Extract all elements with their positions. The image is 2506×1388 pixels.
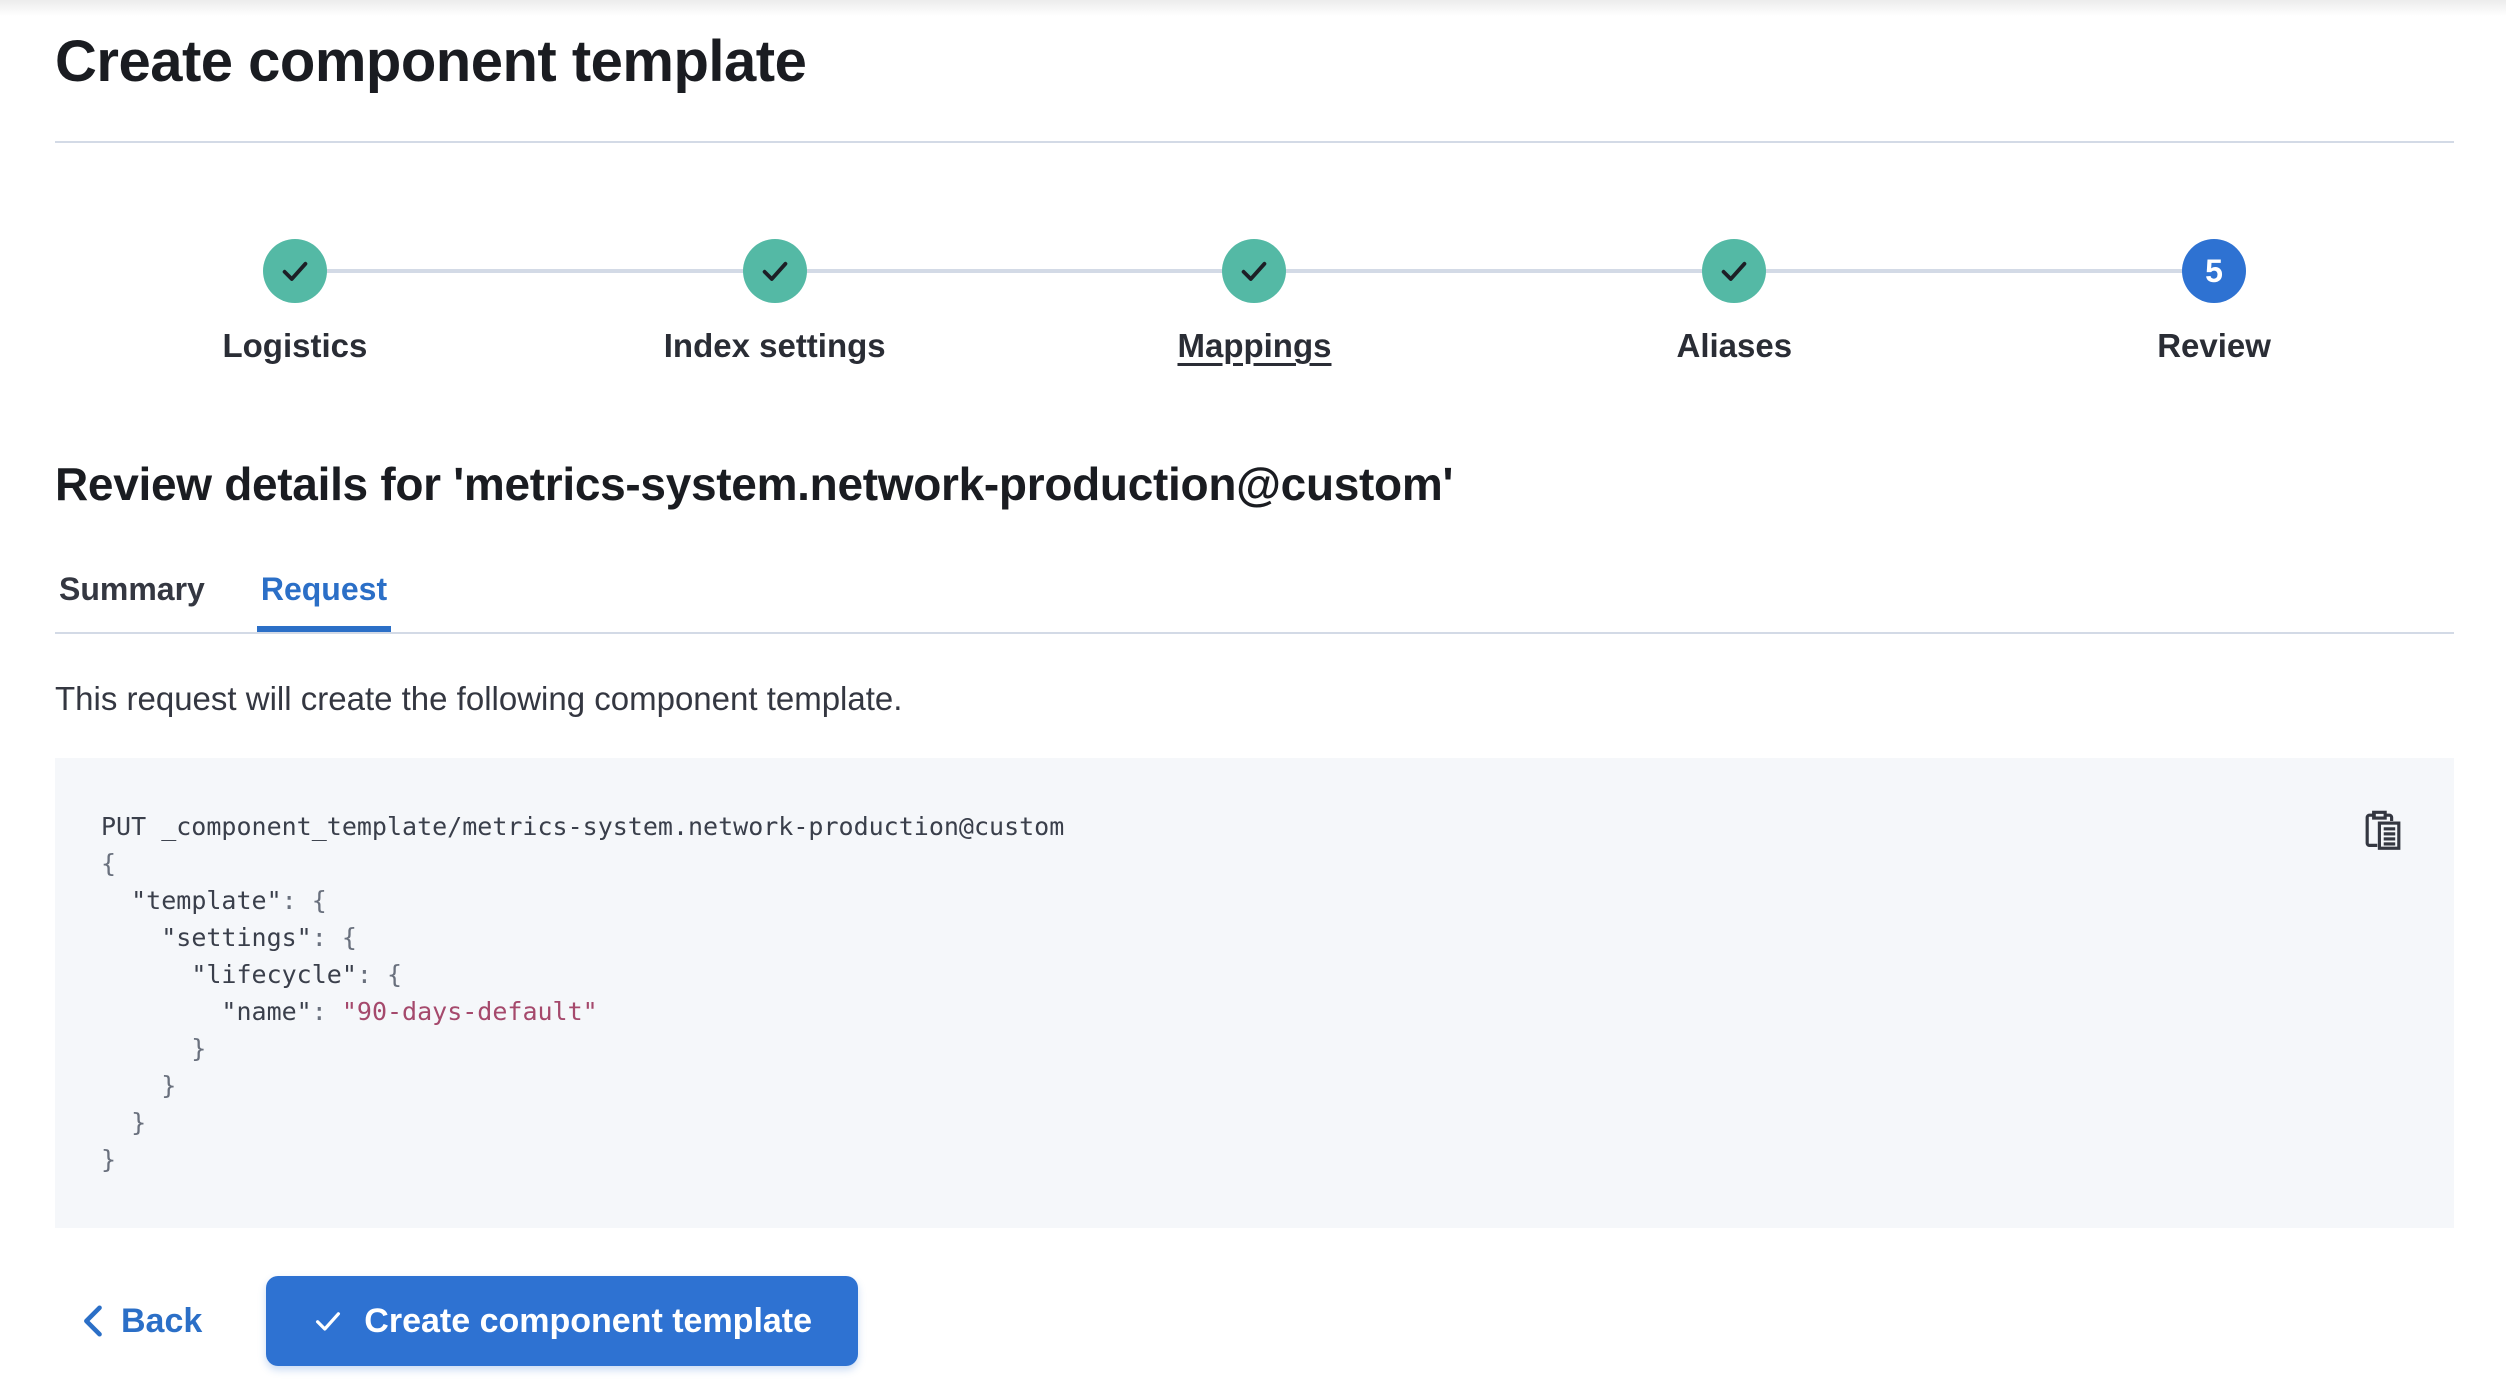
wizard-footer: Back Create component template: [55, 1276, 2454, 1372]
request-description: This request will create the following c…: [55, 680, 903, 717]
step-label: Mappings: [1177, 327, 1332, 364]
submit-label: Create component template: [364, 1301, 813, 1340]
step-logistics[interactable]: Logistics: [55, 239, 535, 365]
step-complete-icon: [1222, 239, 1287, 303]
step-indicator: Logistics Index settings Mappings Aliase…: [55, 239, 2454, 365]
step-review[interactable]: 5 Review: [1974, 239, 2454, 365]
check-icon: [1242, 261, 1267, 281]
chevron-left-icon: [84, 1305, 102, 1337]
copy-clipboard-icon: [2365, 810, 2401, 850]
check-icon: [282, 261, 308, 281]
tab-bar: Summary Request: [55, 571, 2454, 634]
step-label: Review: [2157, 327, 2271, 364]
step-complete-icon: [262, 239, 327, 303]
step-complete-icon: [1702, 239, 1767, 303]
check-icon: [316, 1312, 341, 1331]
step-complete-icon: [742, 239, 807, 303]
review-heading: Review details for 'metrics-system.netwo…: [55, 458, 1454, 510]
step-label: Index settings: [663, 327, 886, 364]
step-aliases[interactable]: Aliases: [1494, 239, 1974, 365]
request-code-block: PUT _component_template/metrics-system.n…: [55, 758, 2454, 1228]
check-icon: [762, 261, 788, 281]
copy-button[interactable]: [2356, 804, 2410, 861]
step-mappings[interactable]: Mappings: [1015, 239, 1495, 365]
step-label: Aliases: [1676, 327, 1793, 364]
step-number: 5: [2205, 252, 2223, 289]
step-index-settings[interactable]: Index settings: [535, 239, 1015, 365]
page-title: Create component template: [55, 29, 807, 94]
title-divider: [55, 141, 2454, 143]
step-current-number: 5: [2182, 239, 2247, 303]
create-component-template-button[interactable]: Create component template: [266, 1276, 859, 1366]
tab-request[interactable]: Request: [257, 571, 391, 632]
step-label: Logistics: [222, 327, 368, 364]
tab-summary[interactable]: Summary: [59, 571, 205, 607]
check-icon: [1721, 261, 1747, 281]
back-button[interactable]: Back: [55, 1276, 226, 1366]
back-label: Back: [121, 1301, 203, 1340]
request-code: PUT _component_template/metrics-system.n…: [101, 812, 1065, 1174]
